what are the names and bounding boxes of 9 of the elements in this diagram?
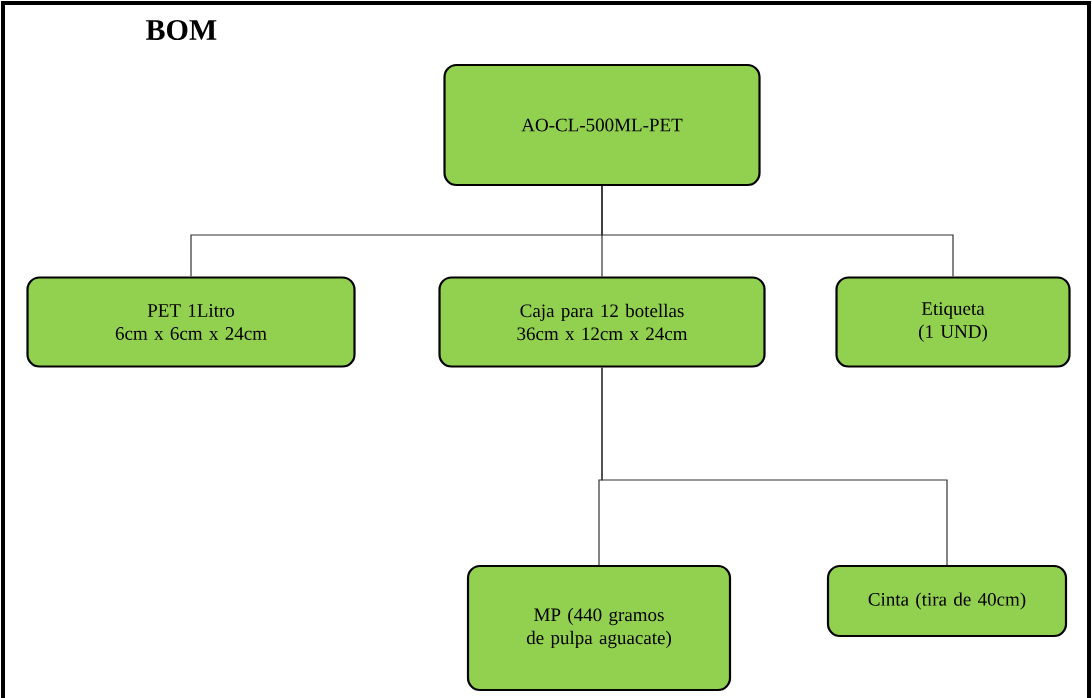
component-box: AO-CL-500ML-PET — [443, 63, 761, 187]
component-box: Etiqueta (1 UND) — [835, 276, 1071, 368]
component-box: Cinta (tira de 40cm) — [826, 564, 1068, 638]
title: BOM — [146, 19, 217, 41]
component-box: MP (440 gramos de pulpa aguacate) — [466, 564, 732, 692]
connector-line — [601, 185, 954, 277]
component-box: Caja para 12 botellas 36cm x 12cm x 24cm — [438, 276, 766, 368]
connector-line — [601, 367, 948, 566]
component-box: PET 1Litro 6cm x 6cm x 24cm — [26, 276, 356, 368]
